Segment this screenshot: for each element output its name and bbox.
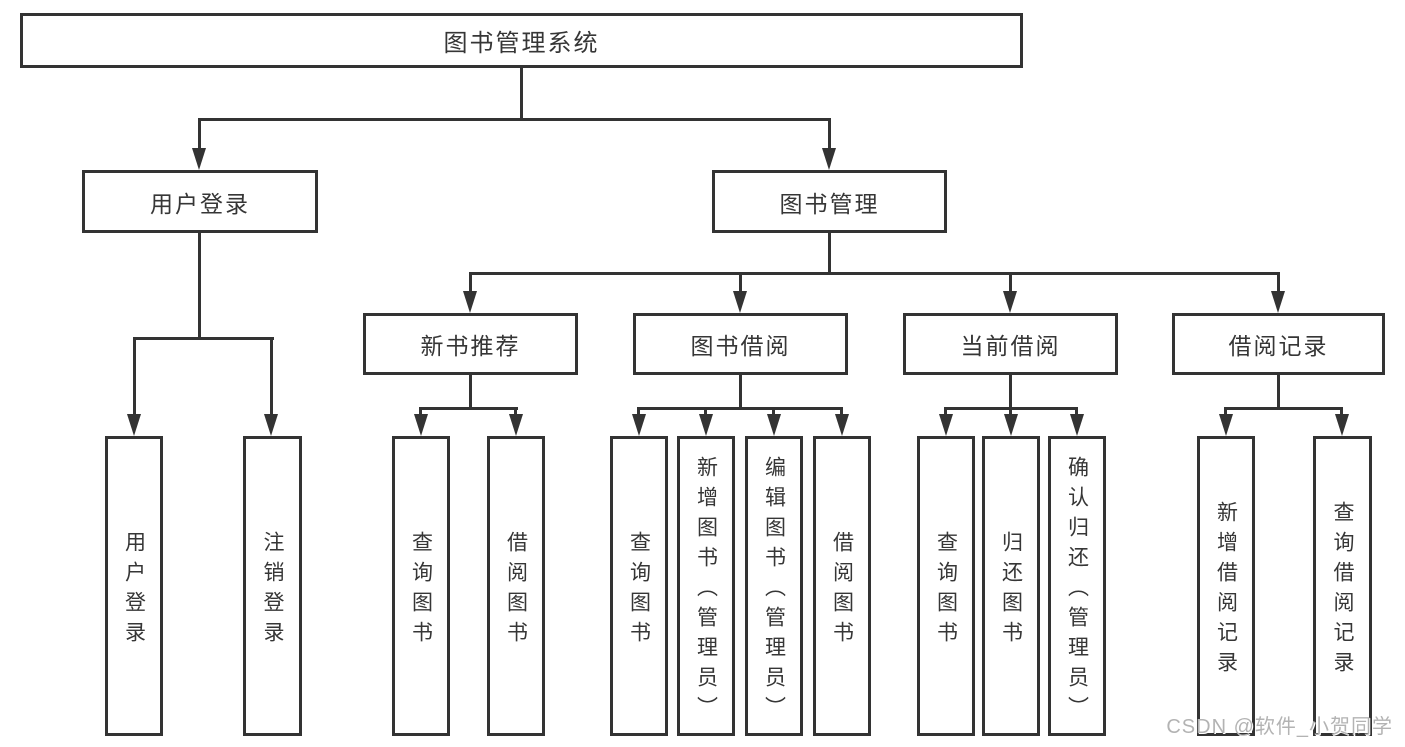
arrow-down-icon bbox=[463, 291, 477, 313]
leaf-label: 新增图书（管理员） bbox=[694, 455, 718, 726]
connector-line bbox=[1340, 407, 1343, 417]
leaf-return-book: 归还图书 bbox=[982, 436, 1040, 736]
leaf-label: 查询借阅记录 bbox=[1331, 500, 1354, 681]
leaf-label: 查询图书 bbox=[409, 530, 433, 651]
leaf-query-books-2: 查询图书 bbox=[610, 436, 668, 736]
node-label: 当前借阅 bbox=[960, 333, 1061, 359]
node-book-borrowing: 图书借阅 bbox=[633, 313, 848, 375]
node-borrowing-records: 借阅记录 bbox=[1172, 313, 1385, 375]
leaf-label: 借阅图书 bbox=[504, 530, 528, 651]
connector-line bbox=[1009, 375, 1012, 407]
arrow-down-icon bbox=[767, 414, 781, 436]
connector-line bbox=[198, 233, 201, 337]
connector-line bbox=[828, 118, 831, 152]
arrow-down-icon bbox=[835, 414, 849, 436]
node-user-login: 用户登录 bbox=[82, 170, 318, 233]
leaf-add-book-admin: 新增图书（管理员） bbox=[677, 436, 735, 736]
connector-line bbox=[704, 407, 707, 417]
csdn-watermark: CSDN @软件_小贺同学 bbox=[1166, 716, 1393, 738]
connector-line bbox=[1224, 407, 1227, 417]
node-root-label: 图书管理系统 bbox=[443, 30, 600, 57]
connector-line bbox=[1224, 407, 1343, 410]
leaf-user-login: 用户登录 bbox=[105, 436, 163, 736]
leaf-label: 用户登录 bbox=[122, 530, 146, 651]
arrow-down-icon bbox=[127, 414, 141, 436]
leaf-query-books-1: 查询图书 bbox=[392, 436, 450, 736]
leaf-borrow-books-2: 借阅图书 bbox=[813, 436, 871, 736]
leaf-label: 借阅图书 bbox=[830, 530, 854, 651]
node-label: 新书推荐 bbox=[420, 333, 521, 359]
leaf-query-books-3: 查询图书 bbox=[917, 436, 975, 736]
connector-line bbox=[1009, 407, 1012, 417]
node-label: 借阅记录 bbox=[1228, 333, 1329, 359]
arrow-down-icon bbox=[264, 414, 278, 436]
node-book-management: 图书管理 bbox=[712, 170, 947, 233]
connector-line bbox=[133, 337, 136, 417]
arrow-down-icon bbox=[1271, 291, 1285, 313]
connector-line bbox=[637, 407, 842, 410]
leaf-logout: 注销登录 bbox=[243, 436, 302, 736]
connector-line bbox=[772, 407, 775, 417]
arrow-down-icon bbox=[699, 414, 713, 436]
arrow-down-icon bbox=[509, 414, 523, 436]
node-new-book-recommend: 新书推荐 bbox=[363, 313, 578, 375]
connector-line bbox=[828, 233, 831, 272]
leaf-label: 新增借阅记录 bbox=[1214, 500, 1238, 681]
connector-line bbox=[1277, 272, 1280, 292]
arrow-down-icon bbox=[1003, 291, 1017, 313]
leaf-label: 编辑图书（管理员） bbox=[762, 455, 786, 726]
arrow-down-icon bbox=[414, 414, 428, 436]
connector-line bbox=[637, 407, 640, 417]
arrow-down-icon bbox=[822, 148, 836, 170]
connector-line bbox=[469, 375, 472, 407]
arrow-down-icon bbox=[1335, 414, 1349, 436]
leaf-label: 注销登录 bbox=[261, 530, 284, 651]
leaf-label: 归还图书 bbox=[999, 530, 1023, 651]
arrow-down-icon bbox=[1070, 414, 1084, 436]
connector-line bbox=[469, 272, 1280, 275]
leaf-label: 确认归还（管理员） bbox=[1065, 455, 1089, 726]
connector-line bbox=[198, 118, 201, 152]
connector-line bbox=[840, 407, 843, 417]
connector-line bbox=[270, 337, 273, 417]
arrow-down-icon bbox=[1219, 414, 1233, 436]
arrow-down-icon bbox=[192, 148, 206, 170]
leaf-confirm-return-admin: 确认归还（管理员） bbox=[1048, 436, 1106, 736]
leaf-query-borrow-record: 查询借阅记录 bbox=[1313, 436, 1372, 736]
leaf-label: 查询图书 bbox=[934, 530, 958, 651]
arrow-down-icon bbox=[939, 414, 953, 436]
connector-line bbox=[419, 407, 518, 410]
connector-line bbox=[739, 375, 742, 407]
arrow-down-icon bbox=[733, 291, 747, 313]
leaf-add-borrow-record: 新增借阅记录 bbox=[1197, 436, 1255, 736]
node-label: 图书借阅 bbox=[690, 333, 791, 359]
connector-line bbox=[514, 407, 517, 417]
leaf-label: 查询图书 bbox=[627, 530, 651, 651]
connector-line bbox=[1075, 407, 1078, 417]
connector-line bbox=[198, 118, 831, 121]
connector-line bbox=[944, 407, 947, 417]
arrow-down-icon bbox=[1004, 414, 1018, 436]
arrow-down-icon bbox=[632, 414, 646, 436]
node-current-borrowing: 当前借阅 bbox=[903, 313, 1118, 375]
connector-line bbox=[1009, 272, 1012, 292]
node-root: 图书管理系统 bbox=[20, 13, 1023, 68]
connector-line bbox=[1277, 375, 1280, 407]
connector-line bbox=[520, 68, 523, 118]
leaf-borrow-books-1: 借阅图书 bbox=[487, 436, 545, 736]
connector-line bbox=[419, 407, 422, 417]
connector-line bbox=[469, 272, 472, 292]
node-label: 用户登录 bbox=[150, 190, 250, 217]
connector-line bbox=[133, 337, 274, 340]
connector-line bbox=[739, 272, 742, 292]
node-label: 图书管理 bbox=[779, 190, 880, 217]
leaf-edit-book-admin: 编辑图书（管理员） bbox=[745, 436, 803, 736]
